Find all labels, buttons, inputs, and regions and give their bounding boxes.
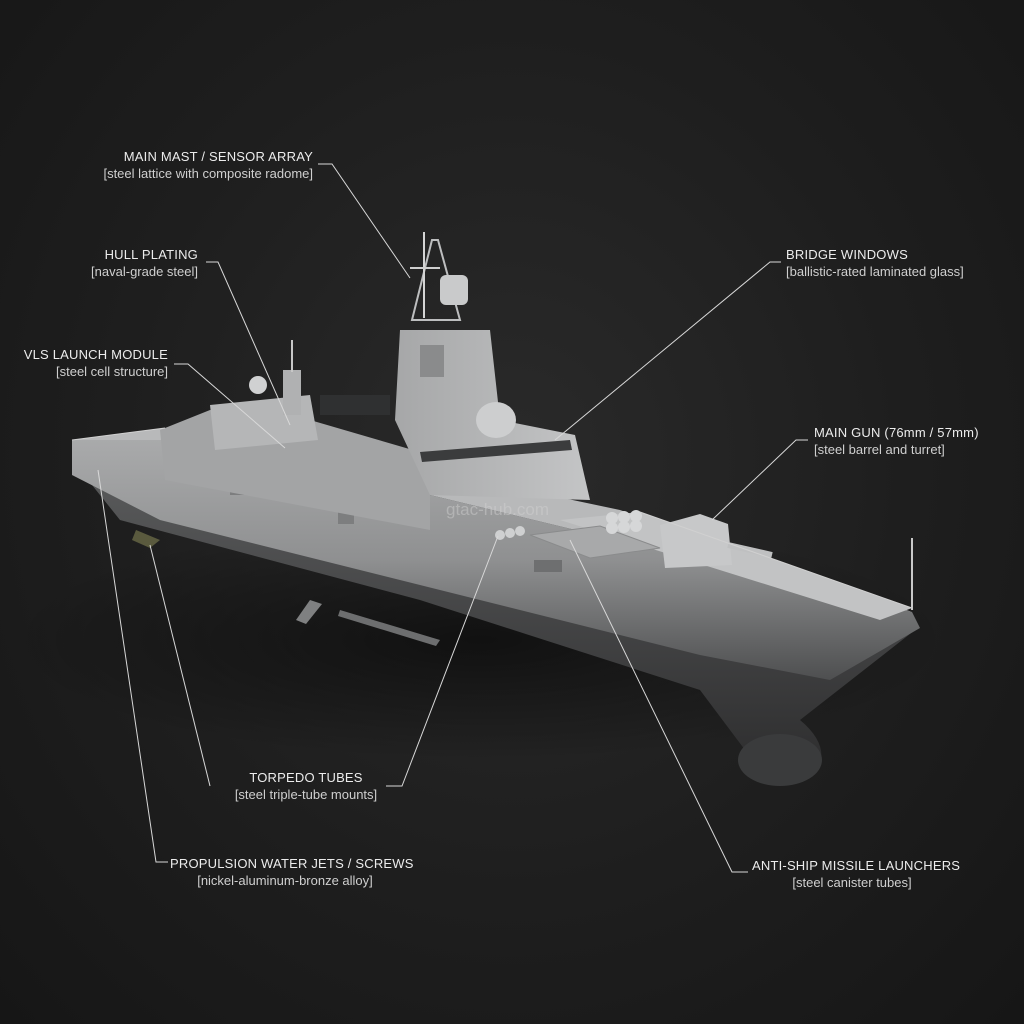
callout-subtitle: [steel lattice with composite radome] <box>103 166 313 181</box>
callout-propulsion: PROPULSION WATER JETS / SCREWS [nickel-a… <box>170 855 414 889</box>
callout-subtitle: [steel triple-tube mounts] <box>234 787 378 802</box>
callout-main-mast: MAIN MAST / SENSOR ARRAY [steel lattice … <box>103 148 313 182</box>
leader-line-hull-plating <box>206 261 291 426</box>
main-gun-barrel <box>727 542 773 558</box>
callout-title: HULL PLATING <box>104 247 198 262</box>
aft-mast <box>283 370 301 415</box>
sensor-radome <box>440 275 468 305</box>
bow-bulb <box>738 734 822 786</box>
vls-deck <box>529 525 661 559</box>
callout-subtitle: [naval-grade steel] <box>91 264 198 279</box>
leader-line-propulsion <box>97 469 168 863</box>
aft-radar-dome <box>249 376 267 394</box>
callout-title: BRIDGE WINDOWS <box>786 247 908 262</box>
callout-title: MAIN GUN (76mm / 57mm) <box>814 425 979 440</box>
leader-line-torpedo-tubes <box>386 535 499 787</box>
callout-vls: VLS LAUNCH MODULE [steel cell structure] <box>24 346 168 380</box>
bridge-window-strip <box>420 440 572 462</box>
main-gun-turret <box>660 514 732 568</box>
leader-line-propulsion-2 <box>149 544 211 787</box>
callout-hull-plating: HULL PLATING [naval-grade steel] <box>91 246 198 280</box>
deck-rail <box>71 427 166 441</box>
leader-line-main-gun <box>711 439 808 521</box>
callout-subtitle: [nickel-aluminum-bronze alloy] <box>197 873 373 888</box>
callout-subtitle: [steel barrel and turret] <box>814 442 945 457</box>
leader-line-vls <box>174 363 286 449</box>
callout-main-gun: MAIN GUN (76mm / 57mm) [steel barrel and… <box>814 424 979 458</box>
funnel <box>320 395 390 415</box>
propeller <box>132 530 160 548</box>
callout-title: MAIN MAST / SENSOR ARRAY <box>123 149 313 164</box>
stabilizer-fin <box>296 600 322 624</box>
callout-title: TORPEDO TUBES <box>249 770 363 785</box>
radar-dome <box>476 402 516 438</box>
deck-rail <box>639 511 913 609</box>
callout-title: ANTI-SHIP MISSILE LAUNCHERS <box>752 858 961 873</box>
leader-line-bridge-windows <box>554 261 781 441</box>
leader-line-main-mast <box>318 163 411 279</box>
callout-bridge-windows: BRIDGE WINDOWS [ballistic-rated laminate… <box>786 246 964 280</box>
watermark: gtac-hub.com <box>446 500 549 519</box>
callout-anti-ship: ANTI-SHIP MISSILE LAUNCHERS [steel canis… <box>752 857 961 891</box>
callout-subtitle: [steel cell structure] <box>56 364 168 379</box>
callout-torpedo-tubes: TORPEDO TUBES [steel triple-tube mounts] <box>228 769 384 803</box>
main-mast <box>410 239 462 321</box>
missile-canisters <box>606 510 642 534</box>
callout-subtitle: [steel canister tubes] <box>792 875 912 890</box>
leader-line-anti-ship <box>569 539 748 873</box>
hull-panel <box>534 560 562 572</box>
bilge-keel <box>338 610 440 646</box>
callout-subtitle: [ballistic-rated laminated glass] <box>786 264 964 279</box>
superstructure-hatch <box>420 345 444 377</box>
forecastle <box>560 512 912 620</box>
callout-title: VLS LAUNCH MODULE <box>23 347 168 362</box>
callout-title: PROPULSION WATER JETS / SCREWS <box>170 856 414 871</box>
